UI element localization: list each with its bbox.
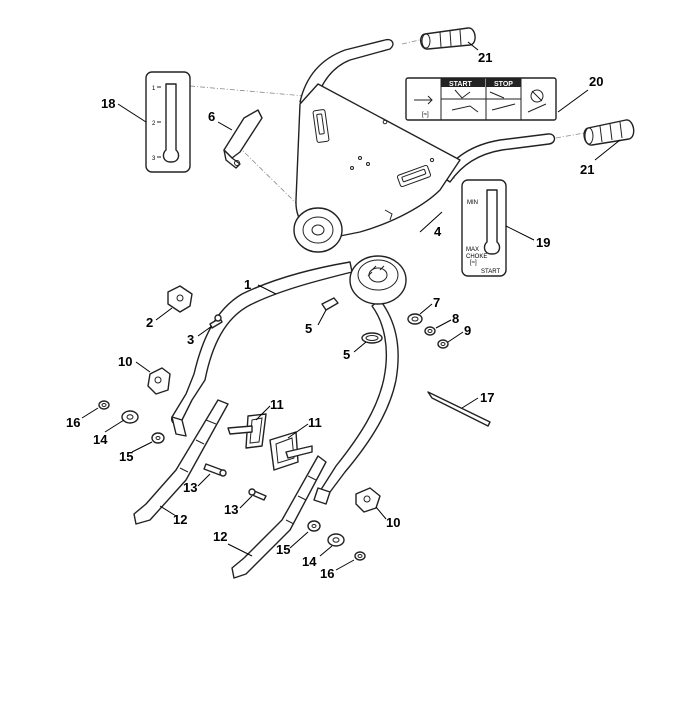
callout-15-right: 15	[276, 542, 290, 557]
label-20-symbol: [≈]	[422, 112, 429, 118]
callout-11-lower: 11	[308, 415, 322, 430]
callout-5-upper: 5	[305, 321, 312, 336]
label-18-mark-1: 1	[152, 86, 156, 92]
label-19-choke-symbol: [≈]	[470, 260, 477, 266]
callout-16-right: 16	[320, 566, 334, 581]
callout-9: 9	[464, 323, 471, 338]
callout-14-left: 14	[93, 432, 108, 447]
callout-4: 4	[434, 224, 442, 239]
label-19-min: MIN	[467, 200, 478, 206]
start-stop-label-part-20: START STOP [≈]	[405, 77, 557, 121]
bracket-part-11-lower	[269, 431, 313, 471]
nut-part-16-left	[98, 400, 110, 410]
callout-21-right: 21	[580, 162, 594, 177]
lever-part-12-left	[133, 399, 229, 525]
label-18-mark-3: 3	[152, 156, 156, 162]
lever-part-6	[223, 109, 263, 169]
pin-part-5-lower	[361, 332, 383, 344]
lower-handle-part-1	[170, 255, 407, 505]
callout-11-upper: 11	[270, 397, 284, 412]
callout-17: 17	[480, 390, 494, 405]
bolt-part-13-upper	[203, 463, 227, 477]
label-19-choke: CHOKE	[466, 254, 487, 260]
callout-18: 18	[101, 96, 115, 111]
washer-part-15-left	[151, 432, 165, 444]
washer-part-14-right	[327, 533, 345, 547]
callout-5-lower: 5	[343, 347, 350, 362]
callout-13-upper: 13	[183, 480, 197, 495]
callout-2: 2	[146, 315, 153, 330]
callout-12-left: 12	[173, 512, 187, 527]
clamp-part-10-left	[147, 367, 171, 395]
callout-14-right: 14	[302, 554, 317, 569]
callout-8: 8	[452, 311, 459, 326]
callout-10-right: 10	[386, 515, 400, 530]
callout-12-right: 12	[213, 529, 227, 544]
callout-13-lower: 13	[224, 502, 238, 517]
callout-10-left: 10	[118, 354, 132, 369]
bracket-part-11-upper	[227, 413, 267, 449]
lever-part-12-right	[231, 455, 327, 579]
callout-1: 1	[244, 277, 251, 292]
callout-3: 3	[187, 332, 194, 347]
clip-part-2	[167, 285, 193, 313]
clamp-part-10-right	[355, 487, 381, 513]
label-19-start: START	[481, 269, 500, 275]
label-20-start: START	[449, 81, 473, 88]
callout-16-left: 16	[66, 415, 80, 430]
callout-19: 19	[536, 235, 550, 250]
leader-lines	[81, 41, 621, 571]
grip-part-21-right	[583, 119, 635, 146]
bolt-part-13-lower	[248, 488, 267, 501]
nut-part-9	[437, 339, 449, 349]
callout-7: 7	[433, 295, 440, 310]
choke-label-part-19: MIN MAX CHOKE [≈] START	[461, 179, 507, 277]
callout-numbers: 1 2 3 4 5 5 6 7 8 9 10 10 11 11 12 12 13…	[66, 50, 603, 581]
callout-21-top: 21	[478, 50, 492, 65]
nut-part-16-right	[354, 551, 366, 561]
callout-6: 6	[208, 109, 215, 124]
label-18-mark-2: 2	[152, 121, 156, 127]
callout-20: 20	[589, 74, 603, 89]
cable-tie-part-17	[427, 391, 491, 427]
throttle-label-part-18: 1 2 3	[145, 71, 191, 173]
upper-handle-part-4	[293, 38, 556, 253]
washer-part-15-right	[307, 520, 321, 532]
callout-15-left: 15	[119, 449, 133, 464]
nut-part-7	[407, 313, 423, 325]
washer-part-8	[424, 326, 436, 336]
label-20-stop: STOP	[494, 81, 513, 88]
label-19-max: MAX	[466, 247, 479, 253]
grip-part-21-top	[420, 27, 476, 50]
pin-part-5-upper	[321, 297, 339, 311]
washer-part-14-left	[121, 410, 139, 424]
